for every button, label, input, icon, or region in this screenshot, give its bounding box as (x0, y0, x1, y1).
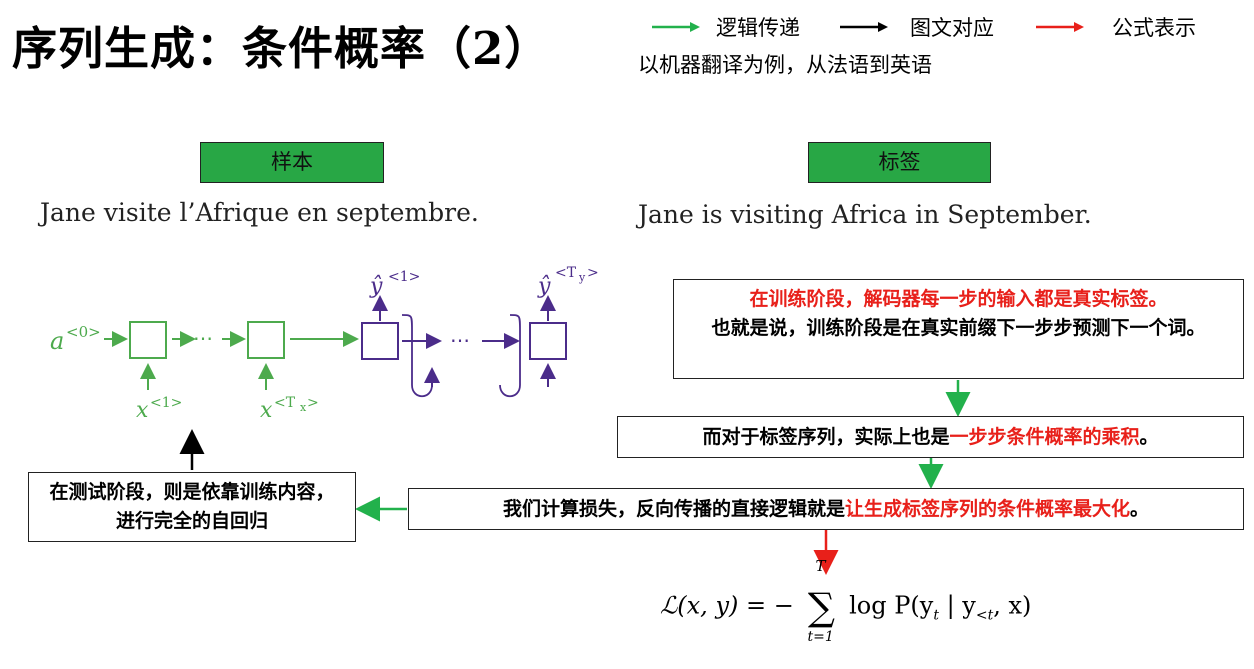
yT-sup: <T (555, 265, 577, 281)
y1-sup: <1> (388, 269, 420, 285)
sample-sentence: Jane visite l’Afrique en septembre. (40, 198, 479, 227)
xT-sup: <T (274, 395, 296, 411)
legend-label-figure: 图文对应 (910, 16, 994, 40)
product-note: 而对于标签序列，实际上也是一步步条件概率的乘积。 (617, 416, 1244, 458)
loss-note-black: 我们计算损失，反向传播的直接逻辑就是 (502, 498, 845, 520)
formula-upper: T (815, 557, 826, 575)
legend-black-arrow (840, 22, 888, 32)
formula-sum-symbol: ∑ (807, 585, 836, 629)
formula-bar: | y (938, 591, 976, 620)
training-note-red: 在训练阶段，解码器每一步的输入都是真实标签。 (749, 288, 1168, 310)
encoder-cell-2 (247, 321, 285, 359)
formula-rhs-sub: t (933, 607, 939, 624)
formula-lower: t=1 (807, 629, 834, 645)
target-sentence: Jane is visiting Africa in September. (638, 200, 1092, 229)
formula-rhs: log P(y (849, 591, 934, 620)
xT-close: > (307, 395, 319, 411)
training-note: 在训练阶段，解码器每一步的输入都是真实标签。 也就是说，训练阶段是在真实前缀下一… (673, 279, 1244, 379)
product-note-red: 一步步条件概率的乘积 (949, 426, 1140, 448)
loss-note-end: 。 (1130, 498, 1150, 520)
yT-close: > (587, 265, 599, 281)
encoder-cell-1 (129, 321, 167, 359)
y1-label: ŷ (369, 274, 383, 299)
formula-end: , x) (993, 591, 1032, 620)
encoder-dots: ⋯ (193, 326, 213, 350)
formula-sum-block: T ∑ t=1 (801, 557, 841, 645)
a0-sup: <0> (66, 323, 101, 341)
product-note-black: 而对于标签序列，实际上也是 (702, 426, 950, 448)
decoder-feedback-loop-1 (401, 314, 433, 398)
x1-sup: <1> (150, 395, 182, 411)
formula-bar-sub: <t (975, 607, 994, 624)
test-note: 在测试阶段，则是依靠训练内容，进行完全的自回归 (28, 472, 356, 542)
decoder-feedback-loop-2 (499, 314, 521, 398)
target-label-box: 标签 (808, 142, 991, 183)
legend-green-arrow (652, 22, 700, 32)
yT-sub: y (578, 271, 586, 284)
rnn-diagram: a <0> ⋯ x <1> x <T x > ŷ <1> ⋯ ŷ <T y > (50, 265, 599, 423)
product-note-end: 。 (1139, 426, 1159, 448)
sample-label-box: 样本 (200, 142, 384, 183)
legend-label-formula: 公式表示 (1112, 16, 1196, 40)
legend-arrows (652, 22, 1084, 32)
loss-note: 我们计算损失，反向传播的直接逻辑就是让生成标签序列的条件概率最大化。 (408, 488, 1244, 530)
legend-red-arrow (1036, 22, 1084, 32)
formula-lhs: ℒ(x, y) = − (660, 591, 794, 620)
page-title: 序列生成：条件概率（2） (12, 22, 551, 75)
decoder-cell-T (529, 322, 567, 360)
xT-label: x (260, 398, 273, 423)
training-note-black: 也就是说，训练阶段是在真实前缀下一步步预测下一个词。 (711, 317, 1206, 339)
yT-label: ŷ (537, 274, 551, 299)
loss-note-red: 让生成标签序列的条件概率最大化 (844, 498, 1130, 520)
xT-sub: x (300, 401, 307, 414)
decoder-dots: ⋯ (450, 328, 470, 352)
loss-formula: ℒ(x, y) = − T ∑ t=1 log P(yt | y<t, x) (660, 557, 1032, 645)
x1-label: x (136, 398, 149, 423)
legend-label-logic: 逻辑传递 (716, 16, 800, 40)
decoder-cell-1 (361, 322, 399, 360)
a0-label: a (50, 327, 64, 355)
subtitle: 以机器翻译为例，从法语到英语 (638, 53, 932, 77)
